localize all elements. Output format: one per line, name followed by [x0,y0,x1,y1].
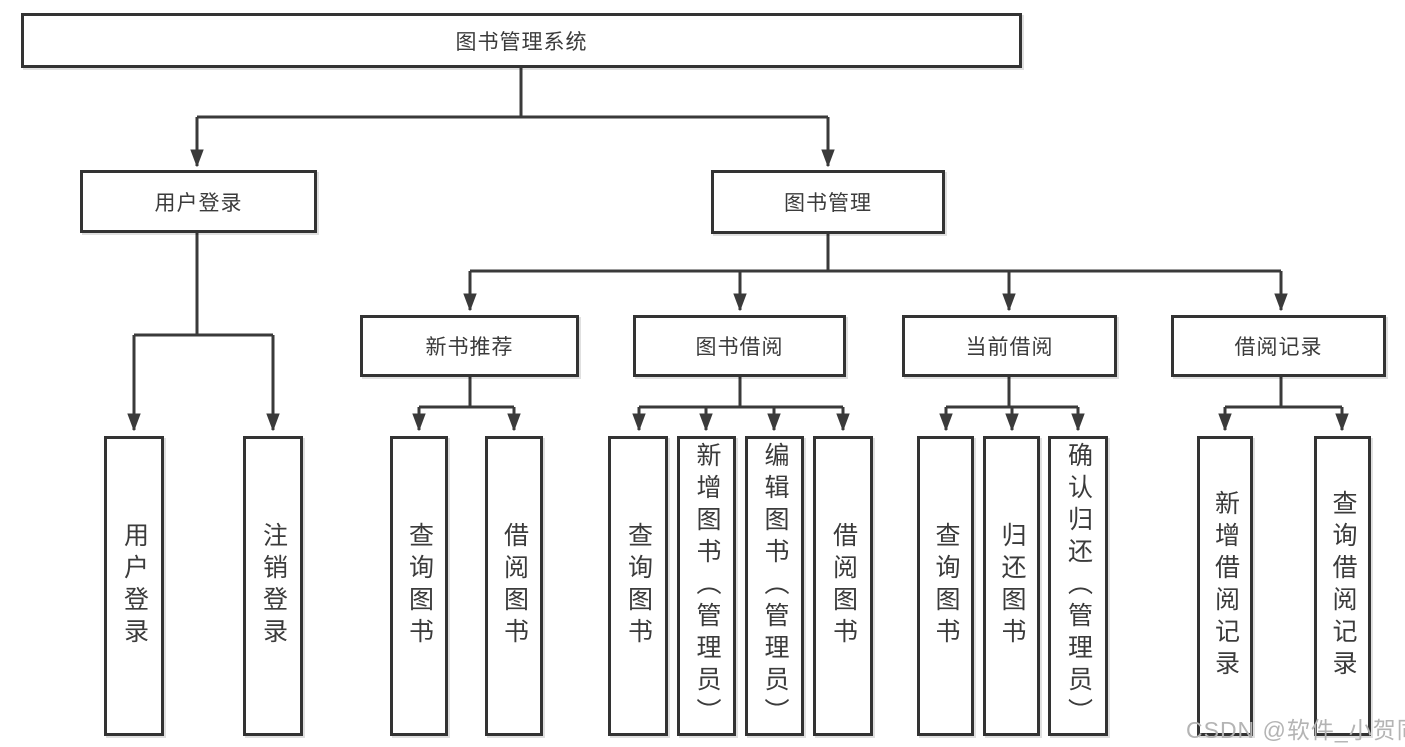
leaf-query-books-current: 查询图书 [917,436,974,736]
node-root: 图书管理系统 [21,13,1022,68]
leaf-query-books-recommend: 查询图书 [390,436,448,736]
leaf-user-login-label: 用户登录 [120,522,149,650]
leaf-return-books: 归还图书 [983,436,1040,736]
leaf-query-books-current-label: 查询图书 [932,522,960,650]
node-user-login-label: 用户登录 [154,191,243,215]
branch-borrow-records [1225,377,1342,430]
branch-root [197,68,828,166]
branch-current-borrow [946,377,1078,430]
leaf-confirm-return-admin-label: 确认归还（管理员） [1064,442,1093,730]
leaf-query-books-borrow-label: 查询图书 [624,522,653,650]
leaf-confirm-return-admin: 确认归还（管理员） [1048,436,1108,736]
leaf-borrow-books: 借阅图书 [813,436,873,736]
leaf-query-borrow-record: 查询借阅记录 [1314,436,1371,736]
node-book-borrow: 图书借阅 [633,315,846,377]
branch-new-book-recommend [419,377,514,430]
leaf-add-borrow-record-label: 新增借阅记录 [1211,490,1240,682]
node-new-book-recommend-label: 新书推荐 [425,336,514,359]
node-book-management: 图书管理 [711,170,945,234]
leaf-borrow-books-label: 借阅图书 [829,522,858,650]
node-book-management-label: 图书管理 [784,192,872,215]
leaf-logout: 注销登录 [243,436,303,736]
watermark: CSDN @软件_小贺同学 [1186,717,1405,743]
leaf-logout-label: 注销登录 [259,522,288,650]
node-current-borrow: 当前借阅 [902,315,1117,377]
branch-user-login [134,233,273,430]
node-borrow-records: 借阅记录 [1171,315,1386,377]
node-user-login: 用户登录 [80,170,317,233]
leaf-return-books-label: 归还图书 [998,522,1026,650]
leaf-query-borrow-record-label: 查询借阅记录 [1329,490,1357,682]
node-current-borrow-label: 当前借阅 [965,336,1054,359]
leaf-edit-books-admin: 编辑图书（管理员） [745,436,804,736]
leaf-edit-books-admin-label: 编辑图书（管理员） [761,442,789,730]
leaf-user-login: 用户登录 [104,436,164,736]
leaf-add-borrow-record: 新增借阅记录 [1197,436,1253,736]
leaf-add-books-admin-label: 新增图书（管理员） [693,442,721,730]
leaf-add-books-admin: 新增图书（管理员） [677,436,736,736]
node-root-label: 图书管理系统 [455,30,588,54]
branch-book-borrow [639,377,843,430]
leaf-borrow-books-recommend-label: 借阅图书 [500,522,529,650]
leaf-query-books-recommend-label: 查询图书 [405,522,434,650]
node-book-borrow-label: 图书借阅 [695,336,784,359]
leaf-borrow-books-recommend: 借阅图书 [485,436,543,736]
branch-book-management [470,234,1281,310]
leaf-query-books-borrow: 查询图书 [608,436,668,736]
node-borrow-records-label: 借阅记录 [1234,336,1323,359]
node-new-book-recommend: 新书推荐 [360,315,579,377]
